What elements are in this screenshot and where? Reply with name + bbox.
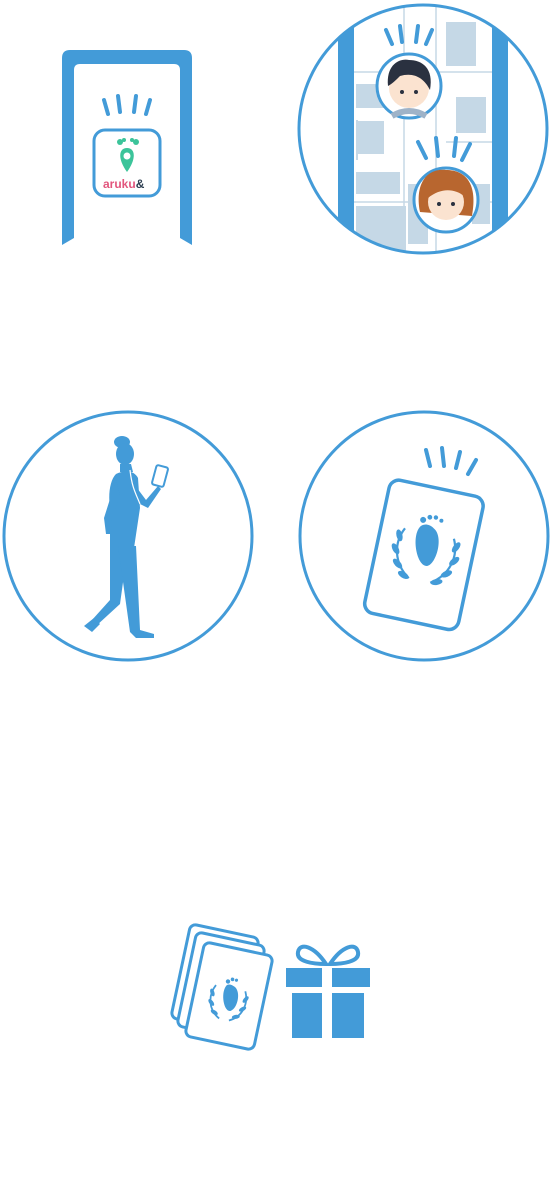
user-avatar-male <box>375 24 443 120</box>
laurel-card-illustration <box>296 408 550 664</box>
svg-text:aruku&: aruku& <box>103 177 145 191</box>
walking-person-icon <box>2 410 254 662</box>
app-logo-suffix: & <box>136 177 145 191</box>
smartphone-icon: aruku& <box>62 50 192 245</box>
smartphone-app-illustration: aruku& <box>50 40 206 250</box>
app-logo-icon: aruku& <box>103 138 145 191</box>
app-logo-text: aruku <box>103 177 136 191</box>
laurel-footprint-card-icon <box>298 410 550 662</box>
walking-person-illustration <box>0 408 256 664</box>
card-stack-illustration <box>168 920 278 1060</box>
user-avatar-female <box>412 136 480 234</box>
gift-icon <box>284 944 372 1040</box>
map-icon <box>297 3 549 255</box>
map-users-illustration <box>296 2 550 256</box>
gift-illustration <box>280 936 376 1046</box>
card-stack-icon <box>170 923 274 1051</box>
